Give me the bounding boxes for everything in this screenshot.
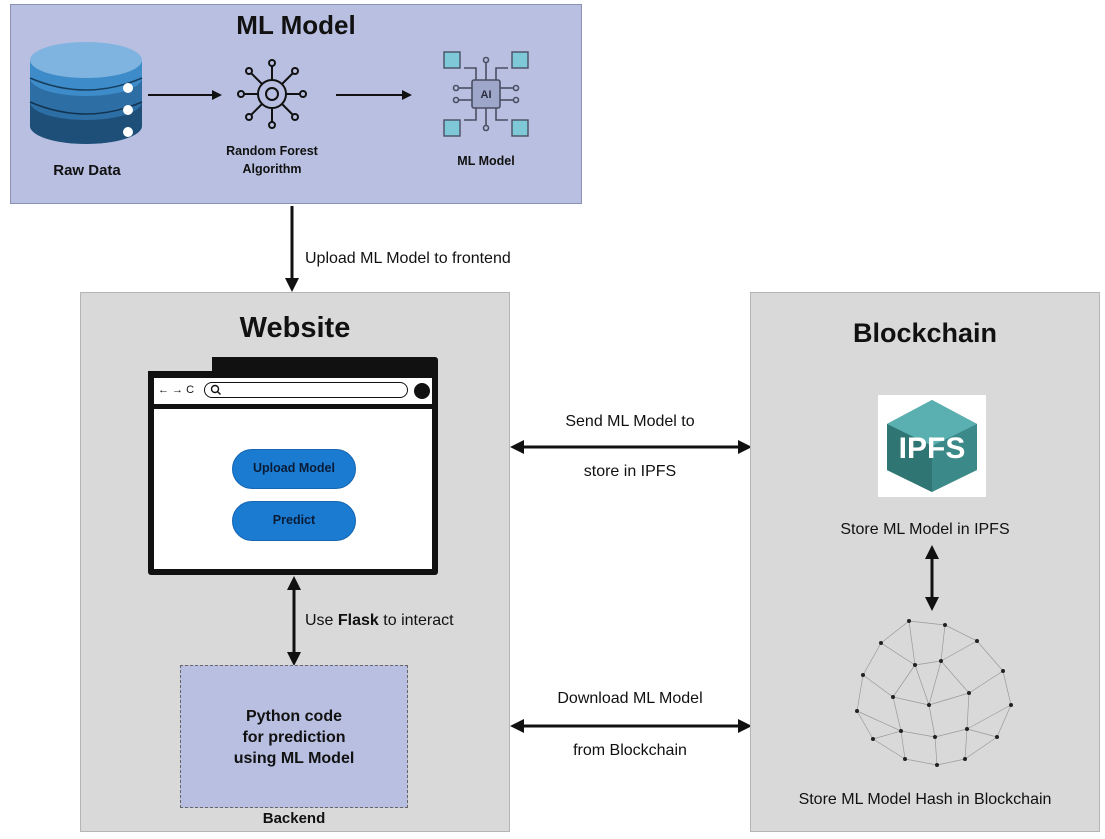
arrow-data-to-algorithm	[148, 90, 222, 100]
backend-text-line1: Python code	[245, 708, 342, 725]
flask-label: Use Flask to interact	[305, 612, 454, 630]
upload-edge-label: Upload ML Model to frontend	[305, 250, 511, 267]
browser-nav-icons: ← → C	[158, 384, 195, 396]
arrow-download-from-blockchain	[510, 719, 752, 733]
send-edge-line1: Send ML Model to	[565, 413, 695, 430]
arrow-flask-bidirectional	[287, 576, 301, 666]
arrow-ipfs-to-hash	[925, 545, 939, 611]
search-icon	[210, 384, 221, 395]
send-edge-line2: store in IPFS	[583, 463, 677, 480]
ml-model-title: ML Model	[236, 10, 356, 40]
backend-text: Python code for prediction using ML Mode…	[180, 706, 408, 769]
chip-ai-text: AI	[481, 89, 492, 101]
browser-url-field	[204, 382, 408, 398]
raw-data-label: Raw Data	[53, 162, 121, 179]
backend-caption: Backend	[262, 810, 326, 827]
database-icon	[29, 42, 143, 144]
backend-text-line2: for prediction	[242, 729, 346, 746]
flask-label-bold: Flask	[337, 612, 379, 629]
blockchain-title: Blockchain	[852, 318, 998, 348]
browser-tab-shape	[148, 357, 212, 371]
flask-label-post: to interact	[378, 612, 454, 629]
predict-button[interactable]: Predict	[232, 501, 356, 541]
arrow-algorithm-to-model	[336, 90, 412, 100]
browser-content	[154, 409, 432, 569]
profile-dot-icon	[414, 383, 430, 399]
hash-caption: Store ML Model Hash in Blockchain	[798, 791, 1052, 808]
ml-model-icon-label: ML Model	[457, 154, 515, 168]
flask-label-pre: Use	[305, 612, 338, 629]
blockchain-panel	[750, 292, 1100, 832]
download-edge-line2: from Blockchain	[573, 742, 687, 759]
ipfs-logo: IPFS	[887, 400, 977, 492]
algorithm-label-line2: Algorithm	[242, 162, 302, 176]
download-edge-line1: Download ML Model	[557, 690, 703, 707]
backend-text-line3: using ML Model	[233, 750, 355, 767]
arrow-send-to-ipfs	[510, 440, 752, 454]
blockchain-network-icon	[855, 619, 1013, 767]
algorithm-label-line1: Random Forest	[226, 144, 318, 158]
website-title: Website	[239, 312, 351, 344]
backend-box	[180, 665, 408, 808]
ai-chip-icon: AI	[443, 51, 529, 137]
ipfs-caption: Store ML Model in IPFS	[840, 521, 1010, 538]
ipfs-logo-text: IPFS	[899, 432, 966, 465]
upload-model-button[interactable]: Upload Model	[232, 449, 356, 489]
arrow-upload-to-frontend	[285, 206, 299, 292]
algorithm-label: Random Forest Algorithm	[205, 142, 339, 178]
neural-network-gear-icon	[237, 59, 307, 129]
